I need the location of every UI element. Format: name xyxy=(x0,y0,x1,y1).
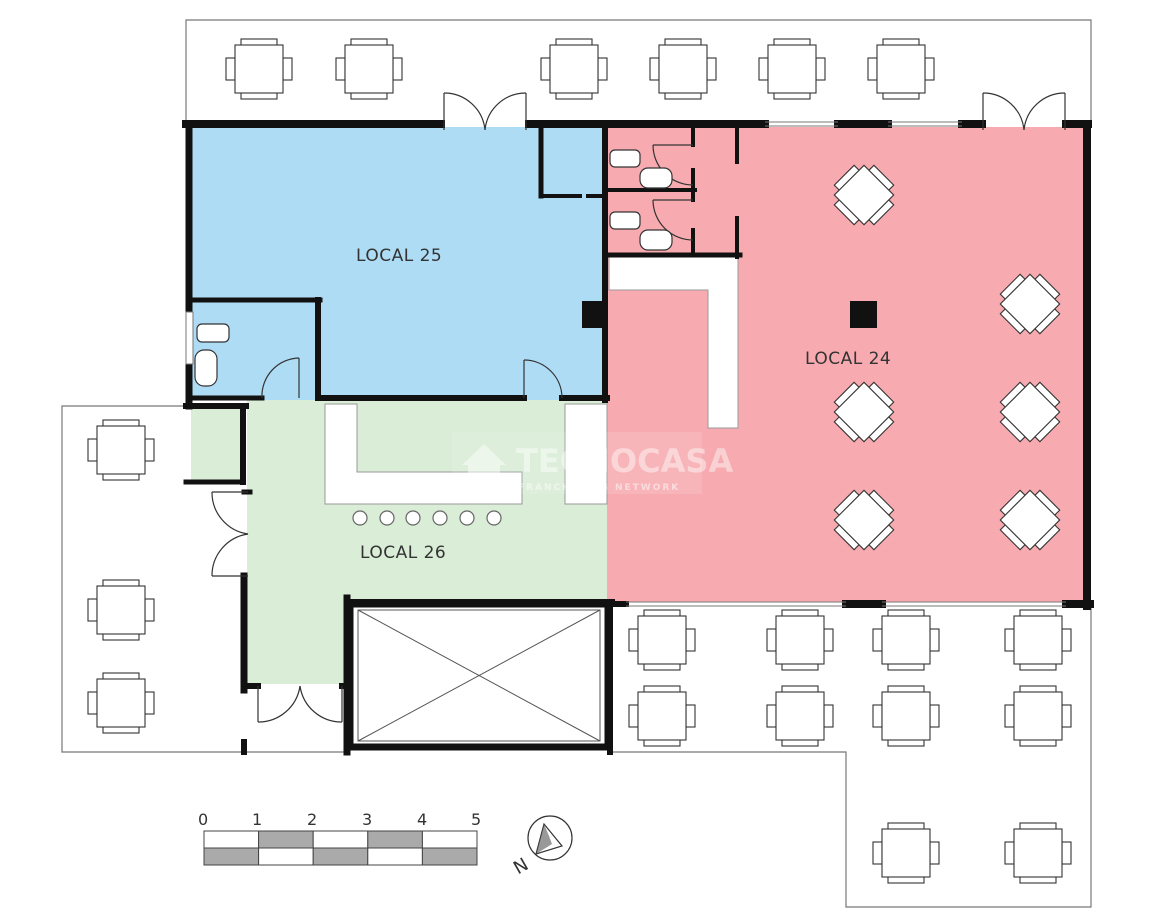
pillar xyxy=(850,301,877,328)
north-label: N xyxy=(510,854,532,879)
scale-cell xyxy=(203,830,260,849)
lift-void xyxy=(346,600,612,751)
table-with-chairs xyxy=(872,822,940,884)
scale-cell xyxy=(367,847,423,866)
table-with-chairs xyxy=(766,609,834,671)
double-door-west xyxy=(211,491,249,577)
house-logo-icon xyxy=(462,444,506,478)
scale-cell xyxy=(258,830,314,849)
scale-tick-5: 5 xyxy=(471,810,481,829)
table-with-chairs xyxy=(999,489,1061,551)
table-with-chairs xyxy=(87,579,155,641)
toilet xyxy=(639,229,673,251)
table-with-chairs xyxy=(766,685,834,747)
table-with-chairs xyxy=(628,685,696,747)
table-with-chairs xyxy=(1004,609,1072,671)
table-with-chairs xyxy=(999,381,1061,443)
door-25-26 xyxy=(523,359,563,399)
room-label-local-26: LOCAL 26 xyxy=(360,543,446,563)
toilets xyxy=(194,149,673,387)
table-with-chairs xyxy=(1004,685,1072,747)
scale-tick-4: 4 xyxy=(417,810,427,829)
bar-stool xyxy=(405,510,421,526)
double-door-north-east xyxy=(982,92,1066,131)
toilet xyxy=(194,349,218,387)
room-label-local-25: LOCAL 25 xyxy=(356,246,442,266)
scale-cell xyxy=(312,830,369,849)
bar-counter-local-26 xyxy=(324,403,523,505)
scale-tick-0: 0 xyxy=(198,810,208,829)
room-label-local-24: LOCAL 24 xyxy=(805,349,891,369)
double-door-north xyxy=(443,92,527,131)
table-with-chairs xyxy=(833,381,895,443)
interior-tables xyxy=(833,164,1061,551)
scale-cell xyxy=(258,847,314,866)
table-with-chairs xyxy=(628,609,696,671)
toilet xyxy=(609,211,641,230)
scale-cell xyxy=(367,830,423,849)
windows xyxy=(185,121,1066,607)
scale-cell xyxy=(203,847,260,866)
toilet-door-lower xyxy=(652,199,694,241)
wc-door xyxy=(261,357,300,399)
north-arrow-icon: N xyxy=(510,815,573,879)
storage-area xyxy=(191,406,241,482)
toilet xyxy=(609,149,641,168)
pillar xyxy=(582,301,604,328)
table-with-chairs xyxy=(649,38,717,100)
table-with-chairs xyxy=(833,489,895,551)
toilet xyxy=(196,323,230,343)
watermark: TECNOCASA FRANCHISING NETWORK xyxy=(452,432,733,494)
bar-stool xyxy=(486,510,502,526)
table-with-chairs xyxy=(833,164,895,226)
bar-stool xyxy=(352,510,368,526)
table-with-chairs xyxy=(867,38,935,100)
table-with-chairs xyxy=(225,38,293,100)
terrace-outlines xyxy=(61,19,1092,908)
table-with-chairs xyxy=(87,672,155,734)
watermark-tagline: FRANCHISING NETWORK xyxy=(518,483,680,493)
toilet xyxy=(639,167,673,189)
table-with-chairs xyxy=(999,273,1061,335)
scale-tick-1: 1 xyxy=(252,810,262,829)
table-with-chairs xyxy=(872,685,940,747)
local-25-area xyxy=(191,127,607,400)
walls xyxy=(182,120,1094,756)
bar-stool xyxy=(459,510,475,526)
terrace-west xyxy=(61,405,346,753)
scale-bar: 0 1 2 3 4 5 xyxy=(198,810,481,866)
scale-cell xyxy=(421,847,478,866)
counters xyxy=(324,256,739,505)
terrace-north xyxy=(185,19,1092,124)
bar-stool xyxy=(379,510,395,526)
scale-cell xyxy=(421,830,478,849)
scale-tick-2: 2 xyxy=(307,810,317,829)
scale-cell xyxy=(312,847,369,866)
table-with-chairs xyxy=(335,38,403,100)
table-with-chairs xyxy=(87,419,155,481)
bar-stool xyxy=(432,510,448,526)
table-with-chairs xyxy=(758,38,826,100)
table-with-chairs xyxy=(1004,822,1072,884)
watermark-brand: TECNOCASA xyxy=(516,442,733,480)
terrace-tables xyxy=(87,38,1072,884)
bar-stools xyxy=(352,510,502,526)
table-with-chairs xyxy=(540,38,608,100)
side-counter-local-26 xyxy=(564,403,608,505)
terrace-east xyxy=(612,604,1092,908)
double-door-south xyxy=(257,685,343,723)
table-with-chairs xyxy=(872,609,940,671)
scale-tick-3: 3 xyxy=(362,810,372,829)
